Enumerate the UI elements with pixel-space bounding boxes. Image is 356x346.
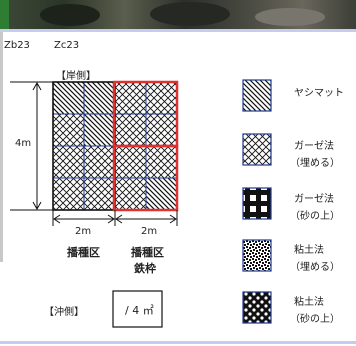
cross-hatch-icon [242,133,272,166]
plot-cell [146,114,177,146]
offshore-side-label: 【沖側】 [44,307,84,318]
plot-cell [115,146,146,178]
plot-cell [146,82,177,114]
green-accent-bar [0,0,9,29]
legend-sublabel-5: （砂の上） [290,314,340,325]
legend-label-1: ヤシマット [294,88,344,99]
plot-cell [53,146,84,178]
iron-frame-bottom [112,144,179,212]
checker-circles-icon [242,291,272,324]
photo-strip [0,0,356,29]
bottom-divider [0,341,356,344]
height-label: 4m [15,138,32,149]
plot-cells [53,82,177,210]
plot-left-label: 播種区 [67,246,100,259]
plot-cell [84,82,115,114]
plot-cell [84,114,115,146]
left-margin-bar [0,32,3,262]
black-dots-icon [242,187,272,220]
plot-cell [84,146,115,178]
plot-cell [115,114,146,146]
legend-sublabel-3: （砂の上） [290,211,340,222]
legend-label-3: ガーゼ法 [294,194,334,205]
station-label-zc: Zc23 [54,40,80,51]
width-right-label: 2m [141,226,158,237]
legend-sublabel-2: （埋める） [290,158,340,169]
height-dimension [10,81,53,211]
plot-cell [146,146,177,178]
plot-cell [146,178,177,210]
legend-label-5: 粘土法 [294,297,324,308]
iron-frame-label: 鉄枠 [134,262,156,275]
shore-side-label: 【岸側】 [56,71,96,82]
plot-right-label: 播種区 [131,246,164,259]
legend-swatches [242,79,272,324]
speckle-icon [242,239,272,272]
station-label-zb: Zb23 [4,40,30,51]
plot-cell [53,82,84,114]
area-value: / 4 ㎡ [125,304,154,317]
width-left-label: 2m [75,226,92,237]
plot-cell [84,178,115,210]
width-dimension [52,210,178,226]
legend-label-4: 粘土法 [294,245,324,256]
diagonal-hatch-icon [242,79,272,112]
legend-sublabel-4: （埋める） [290,262,340,273]
area-box [112,290,163,328]
legend-label-2: ガーゼ法 [294,141,334,152]
top-divider [0,29,356,32]
plot-cell [115,178,146,210]
plot-cell [53,114,84,146]
plot-cell [115,82,146,114]
plot-cell [53,178,84,210]
